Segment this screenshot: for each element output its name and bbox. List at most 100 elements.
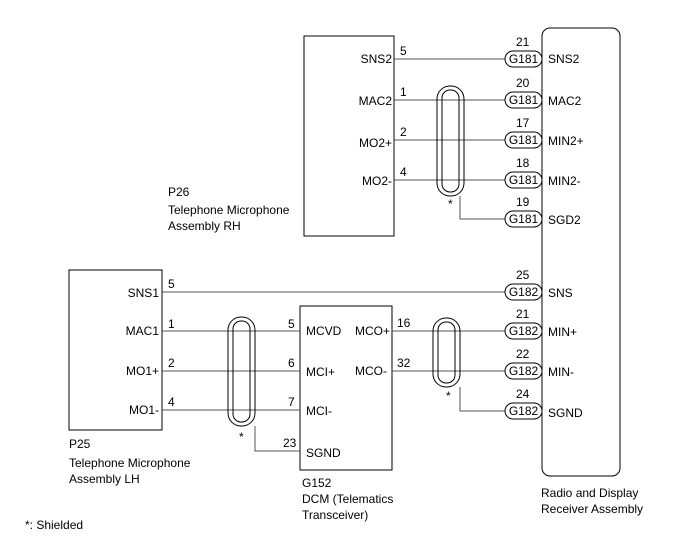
radio-name-line2: Receiver Assembly (541, 502, 643, 516)
p26-pin-num-2: 2 (400, 125, 407, 139)
shield-inner-lh (232, 320, 251, 423)
terminal-g182-25: G182 25 SNS (504, 268, 573, 301)
radio-name-line1: Radio and Display (541, 486, 638, 500)
connector-label: G182 (509, 285, 539, 299)
shield-inner-dcm (437, 321, 456, 384)
p26-name-line2: Assembly RH (168, 219, 241, 233)
shield-mark-dcm: * (446, 389, 451, 403)
p25-pin-label-mac1: MAC1 (126, 324, 160, 338)
p25-pin-label-mo1-minus: MO1- (129, 403, 159, 417)
shield-outer-dcm (432, 317, 461, 388)
p25-box (68, 269, 163, 431)
wire-shield-sgnd-radio (459, 387, 505, 412)
g152-code: G152 (302, 476, 332, 490)
terminal-label: SGND (548, 406, 583, 420)
p26-box (303, 35, 395, 237)
p26-name-line1: Telephone Microphone (168, 203, 290, 217)
terminal-label: MIN- (548, 365, 574, 379)
terminal-label: SNS2 (548, 52, 580, 66)
connector-label: G181 (509, 173, 539, 187)
shields: * * * (227, 85, 465, 444)
wire-shield-sgd2 (459, 196, 505, 220)
g152-pin-label-mco-plus: MCO+ (355, 324, 390, 338)
p25-name-line2: Assembly LH (69, 472, 140, 486)
terminal-num: 18 (516, 156, 530, 170)
g152-pin-num-5: 5 (288, 317, 295, 331)
terminal-label: SGD2 (548, 213, 581, 227)
connector-label: G181 (509, 133, 539, 147)
radio-box (541, 27, 621, 477)
terminal-g181-20: G181 20 MAC2 (504, 76, 582, 109)
terminal-g181-19: G181 19 SGD2 (504, 195, 581, 228)
p26-pin-num-4: 4 (400, 165, 407, 179)
g152-pin-num-32: 32 (397, 356, 411, 370)
connector-label: G181 (509, 212, 539, 226)
g152-pin-label-mci-plus: MCI+ (306, 365, 335, 379)
p26-pin-num-5: 5 (400, 44, 407, 58)
p26-pin-label-mac2: MAC2 (359, 94, 393, 108)
terminal-label: MIN2- (548, 174, 581, 188)
component-radio-receiver: Radio and Display Receiver Assembly (541, 27, 643, 516)
component-g152: MCVD MCI+ MCI- SGND MCO+ MCO- 5 6 7 23 1… (283, 305, 411, 522)
p25-pin-num-1: 1 (168, 317, 175, 331)
terminal-label: MIN+ (548, 325, 577, 339)
g152-pin-num-6: 6 (288, 356, 295, 370)
terminal-g181-18: G181 18 MIN2- (504, 156, 581, 189)
p26-pin-num-1: 1 (400, 85, 407, 99)
p25-pin-label-mo1-plus: MO1+ (126, 364, 159, 378)
shield-mark-rh: * (448, 197, 453, 211)
g152-pin-num-7: 7 (288, 395, 295, 409)
p25-pin-num-5: 5 (168, 277, 175, 291)
p26-pin-label-mo2-minus: MO2- (362, 174, 392, 188)
component-p26: SNS2 MAC2 MO2+ MO2- 5 1 2 4 P26 Telephon… (168, 35, 407, 237)
g152-pin-label-sgnd: SGND (306, 446, 341, 460)
wire-shield-sgnd-dcm (254, 426, 300, 452)
g152-pin-num-16: 16 (397, 316, 411, 330)
terminal-num: 21 (516, 35, 530, 49)
p25-name-line1: Telephone Microphone (69, 456, 191, 470)
terminal-g182-24: G182 24 SGND (504, 387, 583, 420)
connector-label: G182 (509, 404, 539, 418)
wires-p26 (394, 58, 505, 220)
terminal-num: 24 (516, 387, 530, 401)
g152-pin-label-mci-minus: MCI- (306, 404, 332, 418)
terminal-num: 19 (516, 195, 530, 209)
p26-pin-label-sns2: SNS2 (361, 52, 393, 66)
p25-pin-num-2: 2 (168, 356, 175, 370)
p25-code: P25 (69, 437, 91, 451)
terminal-num: 22 (516, 347, 530, 361)
radio-terminals: G181 21 SNS2 G181 20 MAC2 G181 17 MIN2+ … (504, 35, 584, 420)
p26-code: P26 (168, 185, 190, 199)
terminal-label: MIN2+ (548, 134, 584, 148)
connector-label: G181 (509, 52, 539, 66)
terminal-num: 25 (516, 268, 530, 282)
terminal-g181-17: G181 17 MIN2+ (504, 116, 584, 149)
p25-pin-num-4: 4 (168, 395, 175, 409)
terminal-num: 21 (516, 307, 530, 321)
shield-outer-lh (227, 316, 256, 427)
component-p25: SNS1 MAC1 MO1+ MO1- 5 1 2 4 P25 Telephon… (68, 269, 191, 486)
shield-mark-lh: * (239, 430, 244, 444)
shield-outer-rh (436, 85, 465, 197)
wires-p25 (162, 291, 505, 452)
terminal-g181-21: G181 21 SNS2 (504, 35, 580, 68)
wires-g152 (392, 330, 505, 412)
g152-box (299, 305, 393, 471)
g152-name-line1: DCM (Telematics (302, 492, 393, 506)
shield-inner-rh (441, 89, 460, 193)
g152-pin-label-mcvd: MCVD (306, 324, 342, 338)
g152-name-line2: Transceiver) (302, 508, 368, 522)
g152-pin-num-23: 23 (283, 436, 297, 450)
terminal-g182-21: G182 21 MIN+ (504, 307, 577, 340)
terminal-g182-22: G182 22 MIN- (504, 347, 574, 380)
terminal-num: 20 (516, 76, 530, 90)
terminal-label: SNS (548, 286, 573, 300)
connector-label: G181 (509, 93, 539, 107)
p25-pin-label-sns1: SNS1 (128, 286, 160, 300)
footnote-shielded: *: Shielded (25, 518, 83, 532)
connector-label: G182 (509, 364, 539, 378)
connector-label: G182 (509, 324, 539, 338)
p26-pin-label-mo2-plus: MO2+ (359, 136, 392, 150)
terminal-label: MAC2 (548, 94, 582, 108)
